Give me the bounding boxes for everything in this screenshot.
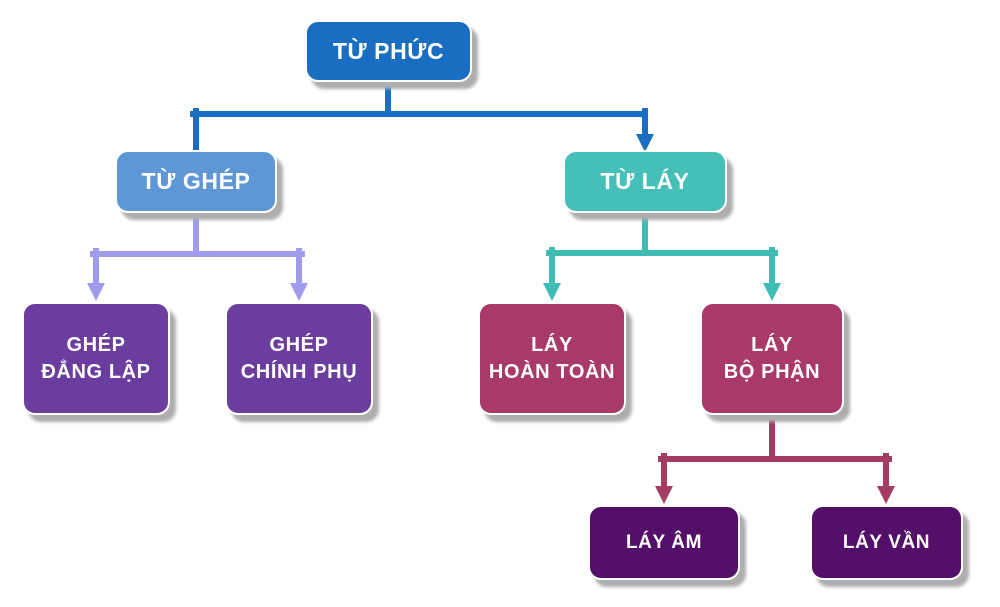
node-lay-hoan-toan: LÁY HOÀN TOÀN <box>478 302 626 415</box>
node-ghep-chinh-phu: GHÉP CHÍNH PHỤ <box>225 302 373 415</box>
connector-lay-bo-phan-branch <box>655 412 895 504</box>
node-lay-van: LÁY VẦN <box>810 505 963 580</box>
arrowhead-to-lay-bo-phan <box>763 283 781 301</box>
arrowhead-to-lay-am <box>655 486 673 504</box>
node-lay-am: LÁY ÂM <box>588 505 740 580</box>
arrowhead-to-ghep-dang-lap <box>87 283 105 301</box>
connector-tu-ghep-branch <box>87 210 308 301</box>
arrowhead-to-ghep-chinh-phu <box>290 283 308 301</box>
connector-tu-phuc-branch <box>190 77 654 155</box>
node-lay-bo-phan: LÁY BỘ PHẬN <box>700 302 844 415</box>
arrowhead-to-lay-van <box>877 486 895 504</box>
arrowhead-to-tu-lay <box>636 134 654 152</box>
node-ghep-dang-lap: GHÉP ĐẲNG LẬP <box>22 302 170 415</box>
node-tu-lay: TỪ LÁY <box>563 150 727 213</box>
connector-tu-lay-branch <box>543 210 781 301</box>
arrowhead-to-lay-hoan-toan <box>543 283 561 301</box>
node-tu-ghep: TỪ GHÉP <box>115 150 277 213</box>
node-tu-phuc: TỪ PHỨC <box>305 20 472 82</box>
